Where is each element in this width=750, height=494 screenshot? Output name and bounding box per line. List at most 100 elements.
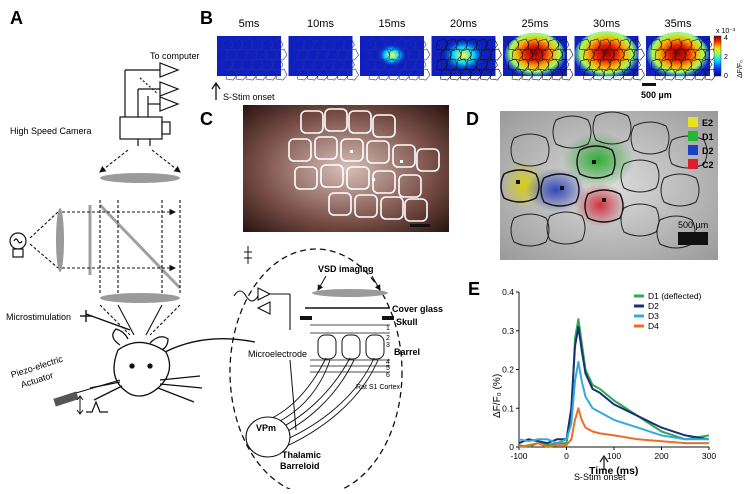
barrel-outline xyxy=(584,189,624,223)
rat-icon xyxy=(89,328,256,403)
barrel-outline xyxy=(552,115,592,149)
activation-blob xyxy=(504,32,566,78)
legend-swatch xyxy=(688,131,698,141)
barrel-dot xyxy=(350,150,353,153)
barrel-outline xyxy=(630,121,670,155)
colorbar-tick-min: 0 xyxy=(724,73,728,80)
piezo-actuator-icon xyxy=(53,379,121,415)
legend-swatch xyxy=(688,117,698,127)
barrel-outline xyxy=(540,173,580,207)
barrel-grid xyxy=(364,38,431,81)
panel-d-letter: D xyxy=(466,109,479,129)
barrel-grid xyxy=(436,38,502,81)
camera-label: High Speed Camera xyxy=(10,126,92,136)
barrel-outline xyxy=(294,166,318,190)
e2-center-marker xyxy=(516,180,520,184)
activation-blob xyxy=(646,31,710,79)
stim-onset-label: S-Stim onset xyxy=(223,92,275,102)
frame-time-label: 25ms xyxy=(522,18,549,30)
y-tick-label: 0.4 xyxy=(502,287,514,297)
c2-center-marker xyxy=(602,198,606,202)
series-line xyxy=(518,407,709,448)
cover-glass-label: Cover glass xyxy=(392,304,443,314)
to-computer-label: To computer xyxy=(150,51,200,61)
barrel-outline xyxy=(324,108,348,132)
layer-1-label: 1 xyxy=(386,325,390,332)
barrel-grid xyxy=(507,38,574,81)
thalamic-label-line1: Thalamic xyxy=(282,450,321,460)
series-line xyxy=(518,360,709,445)
legend-label: E2 xyxy=(702,118,713,128)
colorbar-exponent: x 10⁻³ xyxy=(716,28,736,35)
barrel-outline xyxy=(380,196,404,220)
stim-onset-arrow-icon xyxy=(211,81,221,100)
legend-label: D2 xyxy=(702,146,714,156)
skull-label: Skull xyxy=(396,317,418,327)
amplifier-icon xyxy=(124,62,180,118)
barrel-outline xyxy=(372,114,396,138)
legend-entry: D3 xyxy=(648,311,659,321)
microelectrode-label: Microelectrode xyxy=(248,349,307,359)
barrel-micrograph xyxy=(243,105,449,232)
x-tick-label: 200 xyxy=(654,451,668,461)
barrel-outline xyxy=(500,169,540,203)
panel-d-scalebar xyxy=(678,232,708,245)
colorbar-label: ΔF/F₀ xyxy=(737,60,744,78)
vsd-frame xyxy=(288,36,353,76)
micrograph-scalebar xyxy=(410,224,430,227)
vpm-label: VPm xyxy=(256,423,276,433)
panel-a: A To computer High Speed Camera xyxy=(6,8,256,415)
barrel-outline xyxy=(392,144,416,168)
microstimulation-electrode-icon xyxy=(80,310,131,331)
amplifier-pair-icon xyxy=(233,287,291,330)
layer-3-label: 3 xyxy=(386,342,390,349)
thalamus-outline xyxy=(245,416,291,458)
barrel-outlines xyxy=(288,108,440,222)
barrel-outline xyxy=(366,140,390,164)
legend-entry: D4 xyxy=(648,321,659,331)
vsd-frame xyxy=(217,36,281,76)
activation-blob xyxy=(442,38,485,72)
d2-center-marker xyxy=(560,186,564,190)
d1-center-marker xyxy=(592,160,596,164)
barrel-outline xyxy=(620,203,660,237)
barrel-outline xyxy=(328,192,352,216)
panel-c-letter: C xyxy=(200,109,213,129)
barrel-outline xyxy=(348,110,372,134)
legend-swatch xyxy=(688,145,698,155)
stim-onset-arrow-e-icon xyxy=(599,454,609,470)
legend-entry: D2 xyxy=(648,301,659,311)
panel-b-scalebar xyxy=(642,83,656,86)
frame-time-label: 20ms xyxy=(450,18,477,30)
barrel-outline xyxy=(288,138,312,162)
y-axis-label: ΔF/F₀ (%) xyxy=(492,374,503,418)
objective-lens-icon xyxy=(312,289,388,297)
y-tick-label: 0 xyxy=(509,442,514,452)
condenser-lens-icon xyxy=(56,208,64,272)
colorbar xyxy=(713,35,722,77)
barrel-dot xyxy=(372,178,375,181)
optics-diagram xyxy=(29,149,182,336)
y-tick-label: 0.2 xyxy=(502,365,514,375)
frame-time-label: 35ms xyxy=(665,18,692,30)
y-tick-label: 0.3 xyxy=(502,326,514,336)
legend-label: D1 xyxy=(702,132,714,142)
layer-5-label: 5 xyxy=(386,365,390,372)
layer-4-label: 4 xyxy=(386,359,390,366)
cortex-layers xyxy=(310,324,390,373)
barrel-grid xyxy=(579,38,645,81)
legend-entry: D1 (deflected) xyxy=(648,291,702,301)
colorbar-tick-mid: 2 xyxy=(724,54,728,61)
barrel-grid xyxy=(221,38,288,81)
barrel-outline xyxy=(346,166,370,190)
cortex-label: Rat S1 Cortex xyxy=(356,384,400,391)
panel-e-letter: E xyxy=(468,279,480,299)
barrel-outline xyxy=(546,211,586,245)
microstimulation-label: Microstimulation xyxy=(6,312,71,322)
thalamic-label-line2: Barreloid xyxy=(280,461,320,471)
schematic-outline xyxy=(229,248,403,494)
panel-b-scalebar-label: 500 µm xyxy=(641,90,672,100)
